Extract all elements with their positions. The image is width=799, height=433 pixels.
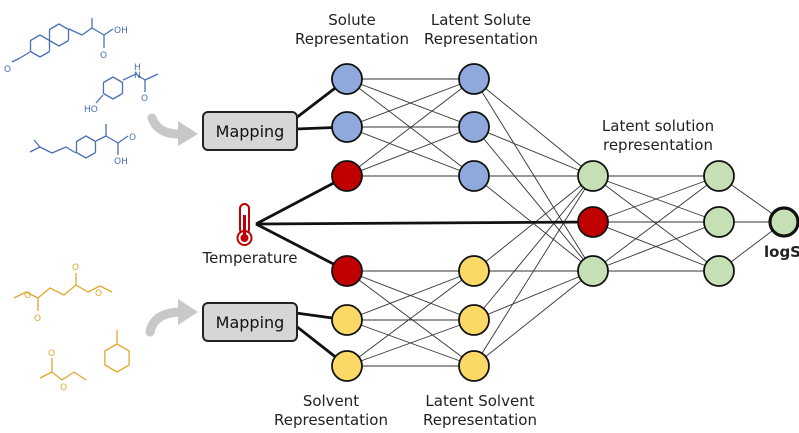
network-edges (255, 77, 785, 368)
fumarate-o-4: O (95, 289, 102, 299)
hidden-node-2 (703, 206, 735, 238)
thermometer-bulb (240, 234, 249, 242)
edge (473, 270, 594, 321)
ibuprofen-chain (95, 135, 129, 144)
ibuprofen-branch (33, 139, 41, 148)
edge (346, 78, 475, 128)
naproxen-ring-2 (48, 23, 70, 47)
thermometer-icon (236, 203, 253, 246)
ethyl-acetate-o-1: O (48, 349, 55, 359)
ethyl-acetate-chain (39, 371, 87, 381)
latent-solvent-node-2 (458, 304, 490, 336)
paracetamol-n-label: N (134, 71, 141, 81)
solute-node-2 (331, 111, 363, 143)
edge (473, 175, 594, 321)
latent-solute-node-2 (458, 111, 490, 143)
naproxen-o-label: O (4, 65, 11, 75)
hidden-node-3 (703, 255, 735, 287)
mapping-arrow-solvent-head (178, 299, 198, 325)
mapping-arrow-solvent (145, 307, 187, 337)
edge (592, 221, 720, 272)
naproxen-o-label-2: O (100, 51, 107, 61)
fumarate-o-1: O (34, 314, 41, 324)
latent-solution-node-1 (577, 160, 609, 192)
paracetamol-h-label: H (134, 63, 141, 73)
edge (346, 78, 475, 177)
temperature-node-2 (331, 255, 363, 287)
output-logs-label: logS (764, 243, 799, 261)
thermometer-level (243, 215, 246, 235)
temperature-edge-bottom (255, 222, 348, 273)
edge (473, 78, 594, 272)
paracetamol-ring (102, 76, 124, 100)
edge (473, 175, 594, 367)
latent-solute-node-1 (458, 63, 490, 95)
edge (592, 175, 720, 272)
solvent-node-1 (331, 304, 363, 336)
fumarate-o-3: O (24, 291, 31, 301)
network-nodes (331, 63, 799, 382)
temperature-edge-top (255, 174, 348, 226)
toluene-ring (104, 343, 130, 373)
paracetamol-o-label: O (141, 94, 148, 104)
mapping-label-solvent: Mapping (215, 312, 285, 332)
mapping-box-solvent: Mapping (202, 302, 298, 342)
latent-solvent-node-1 (458, 255, 490, 287)
fumarate-o-2: O (72, 263, 79, 273)
solute-node-1 (331, 63, 363, 95)
output-node (768, 206, 799, 238)
paracetamol-chain (122, 73, 159, 81)
temperature-edge-direct (255, 220, 594, 226)
mapping-box-solute: Mapping (202, 111, 298, 151)
naproxen-ring-1 (29, 34, 51, 58)
ibuprofen-o-label: O (129, 133, 136, 143)
paracetamol-ho-bond (95, 94, 104, 104)
edge (473, 270, 594, 367)
naproxen-oh-label: OH (114, 26, 128, 36)
mapping-arrow-solute (147, 113, 187, 139)
latent-solution-temperature-node (577, 206, 609, 238)
mapping-arrow-solute-head (178, 121, 198, 146)
edge (346, 319, 475, 367)
edge (346, 270, 475, 367)
fumarate-chain (13, 284, 113, 299)
temperature-label: Temperature (202, 249, 298, 267)
mapping-label-solute: Mapping (215, 121, 285, 141)
latent-solvent-node-3 (458, 350, 490, 382)
edge (592, 175, 720, 223)
ibuprofen-ring (75, 135, 97, 159)
temperature-node-1 (331, 160, 363, 192)
edge (346, 126, 475, 177)
ibuprofen-isobutyl (29, 146, 77, 154)
latent-solution-node-2 (577, 255, 609, 287)
solvent-node-2 (331, 350, 363, 382)
hidden-node-1 (703, 160, 735, 192)
edge (473, 126, 594, 177)
paracetamol-ho-label: HO (84, 105, 98, 115)
edge (473, 126, 594, 272)
ibuprofen-oh-label: OH (114, 157, 128, 167)
edge (473, 78, 594, 177)
edge (346, 270, 475, 321)
naproxen-methoxy (11, 51, 31, 63)
naproxen-chain (68, 27, 114, 36)
ethyl-acetate-o-2: O (60, 383, 67, 393)
mapping-arrows (145, 113, 198, 337)
latent-solute-node-3 (458, 160, 490, 192)
